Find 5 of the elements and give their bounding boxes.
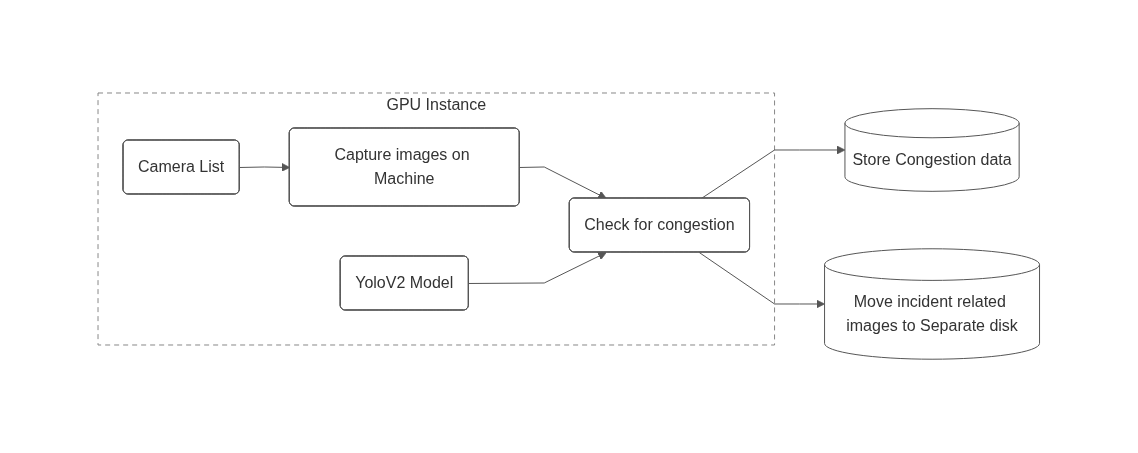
arrow — [701, 146, 846, 200]
arrow — [519, 166, 607, 200]
arrow — [468, 252, 607, 285]
arrow — [239, 163, 291, 173]
arrow — [699, 252, 826, 309]
